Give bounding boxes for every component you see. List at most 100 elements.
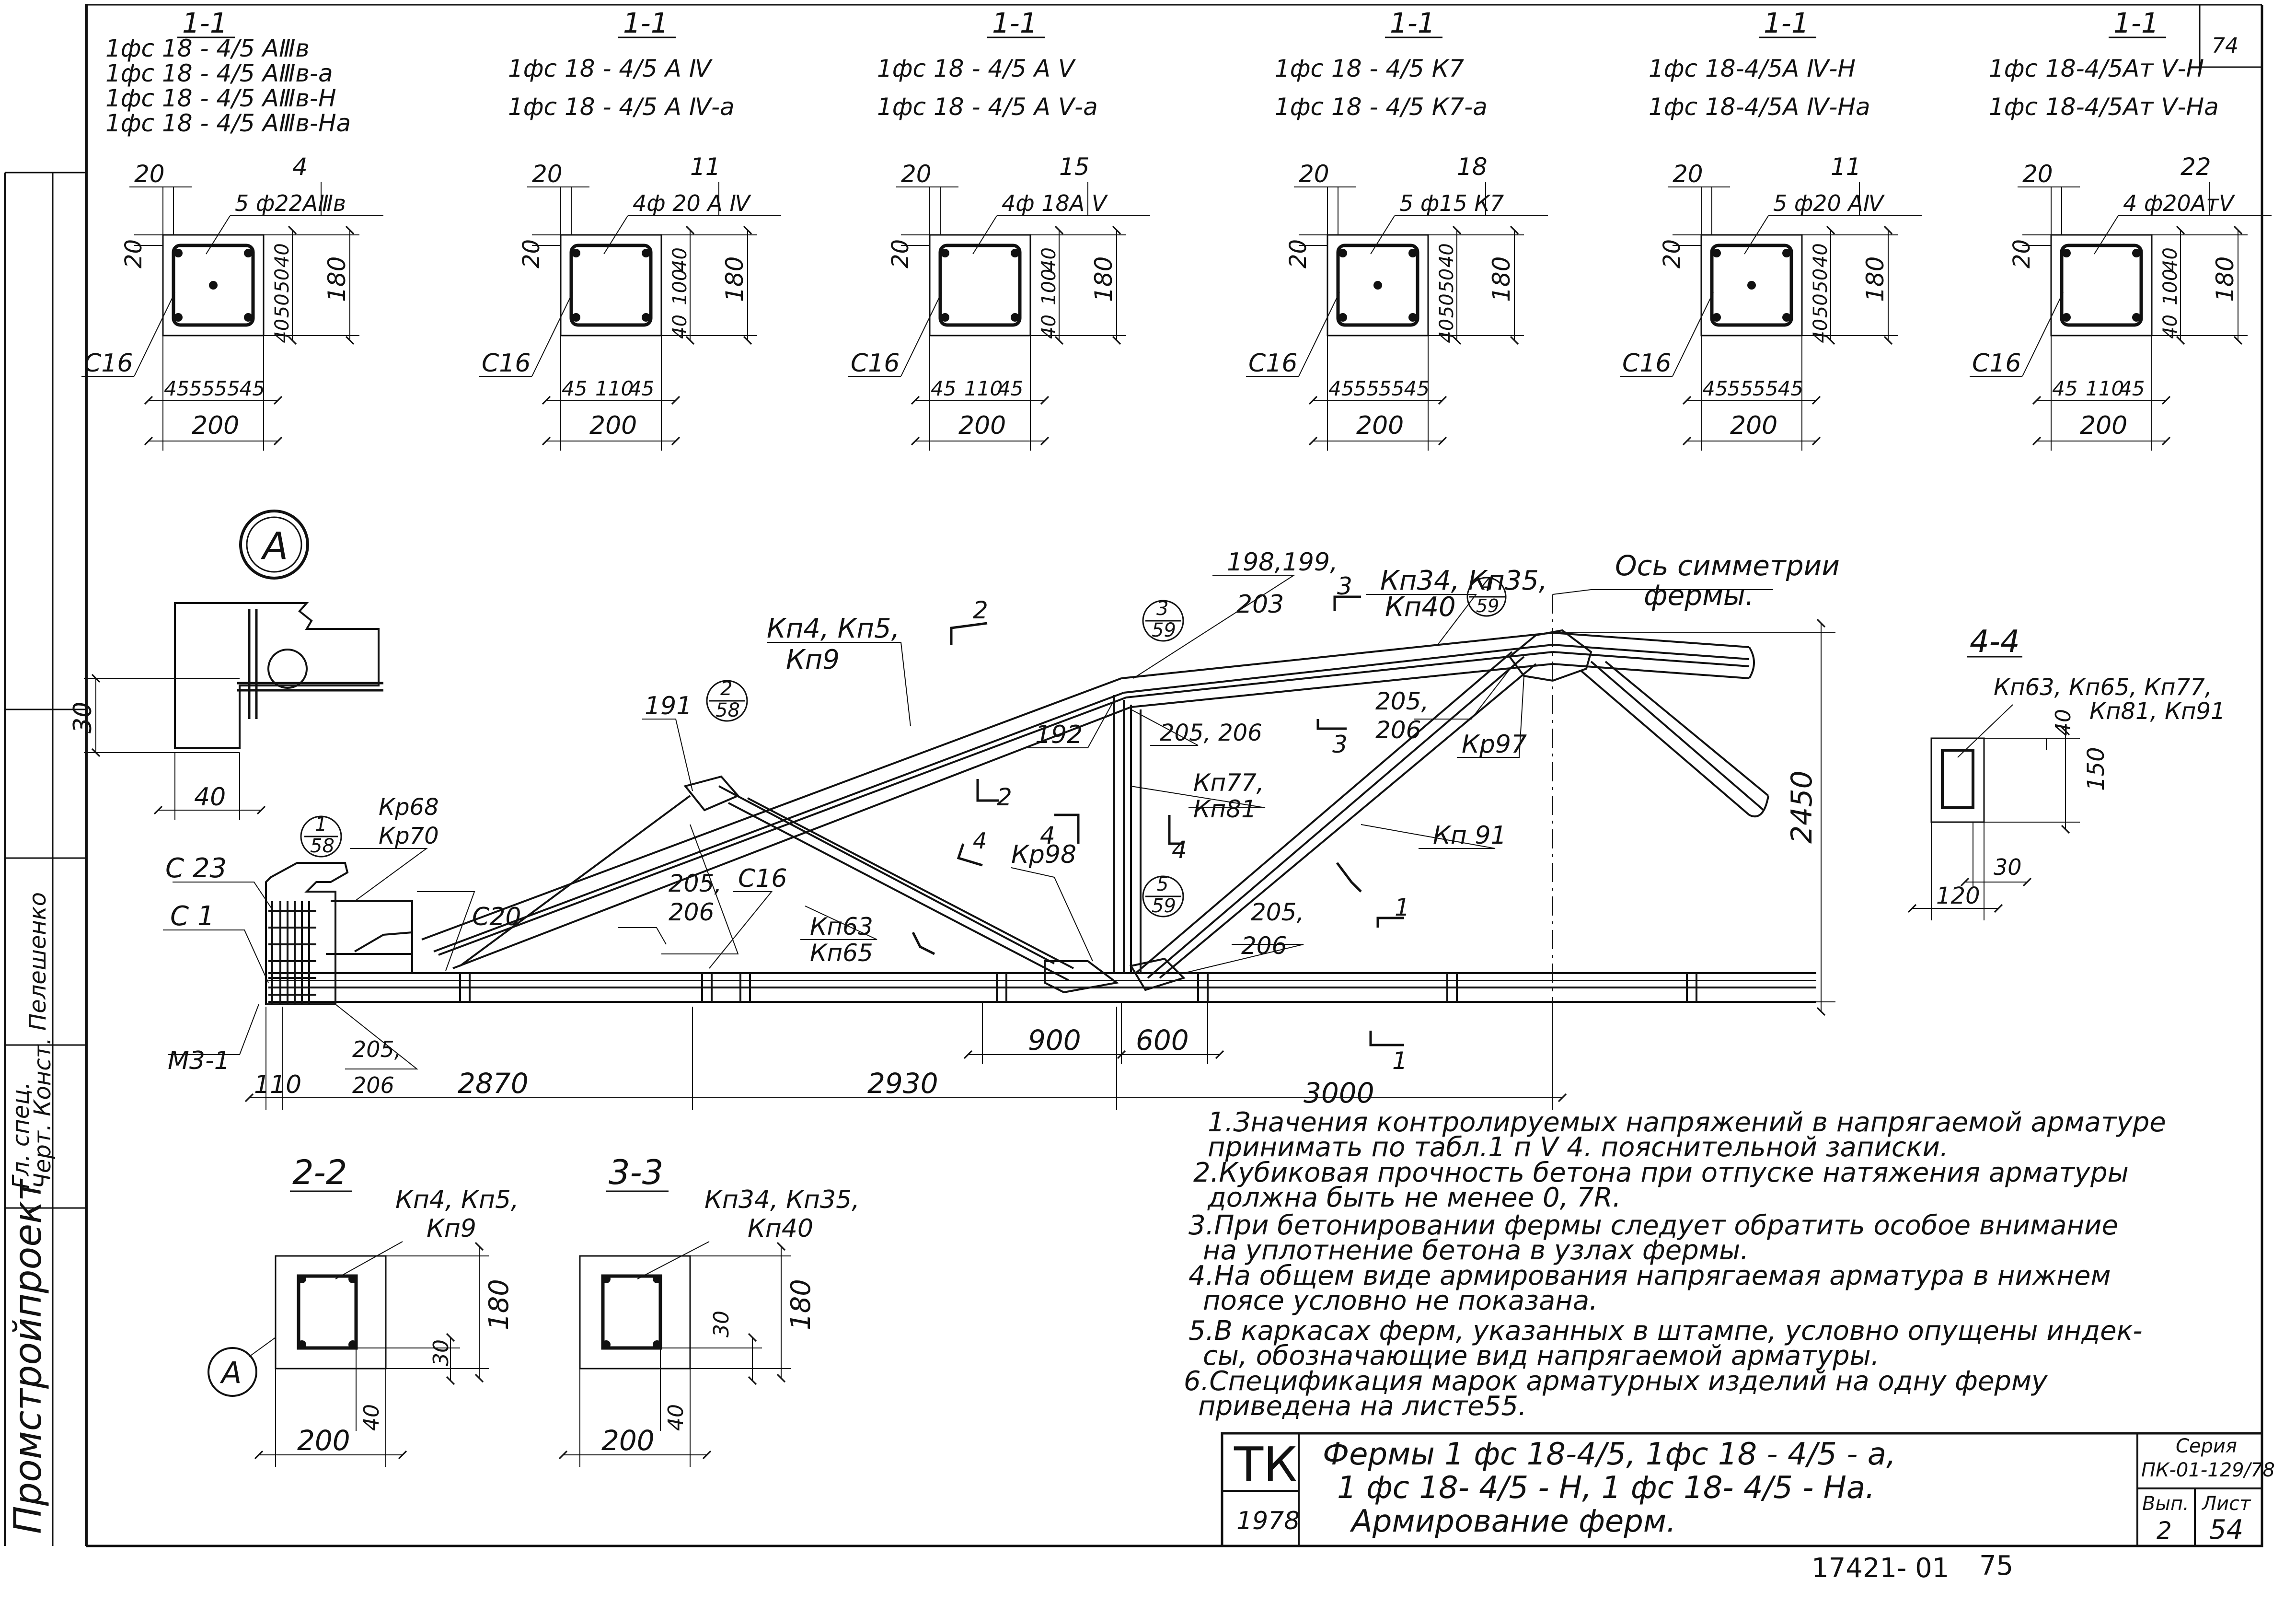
section-mark-2: 1фс 18-4/5А Ⅳ-На <box>1649 93 1870 121</box>
stamp-issue: 2 <box>2157 1517 2172 1545</box>
section-h-dim: 55 <box>1354 377 1379 400</box>
section-v-dim: 40 <box>1436 243 1458 267</box>
label-205-d: 205, <box>669 870 722 897</box>
section-top-dim: 20 <box>134 160 165 188</box>
truss-elevation: Ось симметрии фермы. 2450 110 2870 2930 … <box>163 548 1840 1110</box>
section-top-dim: 20 <box>1299 160 1329 188</box>
bottom-dim-1: 110 <box>254 1070 301 1099</box>
sheet-frame <box>4 4 2263 1547</box>
section-callout-number: 11 <box>690 153 721 181</box>
stamp-series-label: Серия <box>2176 1435 2237 1457</box>
section-h-dim: 45 <box>931 377 956 400</box>
section-h-dim: 45 <box>562 377 587 400</box>
section-h-dim: 45 <box>1328 377 1354 400</box>
label-205-c: 205, <box>1251 898 1304 926</box>
label-kp77-1: Кп77, <box>1193 769 1264 797</box>
section-v-dim: 40 <box>1038 314 1060 339</box>
section-2-2-marks-2: Кп9 <box>427 1214 476 1243</box>
section-2-2-height: 180 <box>484 1279 515 1330</box>
section-callout-number: 18 <box>1457 153 1488 181</box>
section-mark-4: 1фс 18 - 4/5 АⅢв-На <box>105 109 351 137</box>
section-top-dim: 20 <box>901 160 932 188</box>
section-top-dim: 20 <box>532 160 563 188</box>
section-v-dim: 40 <box>271 319 293 343</box>
section-3-3-marks-2: Кп40 <box>748 1214 813 1243</box>
section-v-dim: 50 <box>271 268 293 293</box>
section-4-4-dim-top: 40 <box>2051 709 2076 736</box>
stamp-title-2: 1 фс 18- 4/5 - Н, 1 фс 18- 4/5 - На. <box>1337 1470 1875 1506</box>
stamp-title-1: Фермы 1 фс 18-4/5, 1фс 18 - 4/5 - а, <box>1323 1437 1896 1472</box>
label-m3: М3-1 <box>168 1046 230 1075</box>
label-205-b: 205, <box>1375 687 1429 715</box>
section-callout-number: 22 <box>2181 153 2211 181</box>
section-side-dim: 20 <box>1285 239 1312 268</box>
section-h-dim: 55 <box>189 377 215 400</box>
section-v-dim: 40 <box>2159 314 2181 339</box>
label-206-b: 206 <box>1375 716 1421 744</box>
section-v-dim: 50 <box>1436 268 1458 293</box>
section-2-2-marks-1: Кп4, Кп5, <box>395 1185 519 1214</box>
section-callout-number: 4 <box>292 153 308 181</box>
stamp-series: ПК-01-129/78 <box>2141 1459 2275 1481</box>
section-3-3-dim-a: 30 <box>709 1311 734 1337</box>
note-line-7: 4.На общем виде армирования напрягаемая … <box>1188 1260 2111 1291</box>
detail-a: А 30 40 <box>69 510 383 820</box>
section-3-3-width: 200 <box>601 1424 655 1457</box>
label-205-e: 205, <box>352 1036 401 1062</box>
label-192: 192 <box>1035 720 1083 749</box>
bubble-1-bot: 58 <box>715 699 740 721</box>
label-c1: С 1 <box>170 901 215 932</box>
section-mark-2: 1фс 18 - 4/5 А Ⅴ-а <box>877 93 1098 121</box>
section-height: 180 <box>1488 256 1515 302</box>
label-top-right-1: Кп34, Кп35, <box>1380 565 1547 596</box>
detail-a-label: А <box>260 525 288 568</box>
section-mark-1: 1фс 18-4/5Ат Ⅴ-Н <box>1989 55 2204 82</box>
section-mark-2: 1фс 18 - 4/5 А Ⅳ-а <box>508 93 735 121</box>
cut-2-mid: 2 <box>997 783 1012 811</box>
section-stirrup-label: С16 <box>84 349 133 378</box>
section-side-dim: 20 <box>518 239 545 268</box>
notes-block: 1.Значения контролируемых напряжений в н… <box>1184 1107 2166 1422</box>
section-h-dim: 45 <box>1778 377 1803 400</box>
cut-4-a: 4 <box>1040 822 1055 849</box>
section-bar-label: 5 ф20 АⅣ <box>1773 190 1885 216</box>
section-v-dim: 40 <box>1810 319 1832 343</box>
section-mark-1: 1фс 18 - 4/5 А Ⅴ <box>877 55 1076 82</box>
section-3-3-title: 3-3 <box>609 1153 663 1192</box>
section-v-dim: 40 <box>1436 319 1458 343</box>
stamp-logo: ТК <box>1234 1437 1297 1493</box>
section-mark-2: 1фс 18-4/5Ат Ⅴ-На <box>1989 93 2219 121</box>
section-3-3-dim-b: 40 <box>664 1404 688 1431</box>
height-dim: 2450 <box>1785 770 1819 844</box>
note-line-3: 2.Кубиковая прочность бетона при отпуске… <box>1193 1157 2129 1188</box>
section-h-dim: 45 <box>1404 377 1430 400</box>
section-bar-label: 5 ф22АⅢв <box>235 190 346 216</box>
section-v-dim: 50 <box>1810 268 1832 293</box>
side-title-block: Промстройпроект Гл. спец. Черт. Конст. П… <box>7 892 56 1534</box>
axis-label-1: Ось симметрии <box>1615 549 1840 582</box>
cut-1-right: 1 <box>1395 894 1410 921</box>
note-line-8: поясе условно не показана. <box>1203 1285 1598 1316</box>
section-h-dim: 110 <box>964 377 1003 400</box>
stamp-sheet-no: 54 <box>2209 1514 2243 1545</box>
section-height: 180 <box>323 256 351 302</box>
section-bar-label: 4 ф20АтⅤ <box>2123 190 2236 216</box>
label-kp63-2: Кп65 <box>810 939 873 967</box>
section-v-dim: 100 <box>2159 269 2181 305</box>
stamp-issue-label: Вып. <box>2142 1493 2189 1515</box>
section-mark-1: 1фс 18-4/5А Ⅳ-Н <box>1649 55 1856 82</box>
cut-3-mid: 3 <box>1332 731 1348 758</box>
section-h-dim: 45 <box>2119 377 2145 400</box>
section-cut-title: 1-1 <box>2113 7 2159 39</box>
section-mark-2: 1фс 18 - 4/5 К7-а <box>1275 93 1488 121</box>
cut-3-top: 3 <box>1337 572 1352 600</box>
label-191: 191 <box>645 692 692 720</box>
label-kr70: Кр70 <box>379 823 439 849</box>
note-line-4: должна быть не менее 0, 7R. <box>1207 1182 1621 1213</box>
section-4-4-height: 150 <box>2083 747 2110 791</box>
section-side-dim: 20 <box>2008 239 2035 268</box>
side-organization: Промстройпроект <box>7 1178 50 1534</box>
section-h-dim: 55 <box>1379 377 1404 400</box>
